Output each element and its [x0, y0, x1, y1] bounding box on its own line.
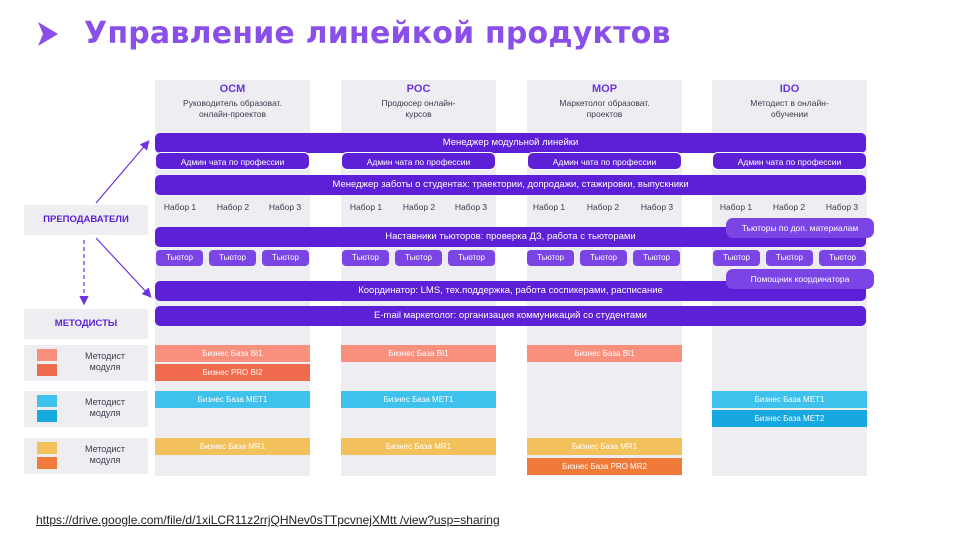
module-bi2-ocm: Бизнес PRO BI2 — [155, 364, 310, 381]
drive-link[interactable]: https://drive.google.com/file/d/1xiLCR11… — [36, 513, 500, 527]
tutor-badge: Тьютор — [209, 250, 256, 266]
legend-swatch — [37, 410, 57, 422]
module-mr1-poc: Бизнес База MR1 — [341, 438, 496, 455]
column-header-poc: POC Продюсер онлайн-курсов — [341, 82, 496, 132]
column-role: Продюсер онлайн-курсов — [381, 98, 456, 119]
nabor-label: Набор 2 — [586, 202, 620, 212]
legend-swatch — [37, 442, 57, 454]
slide-title: Управление линейкой продуктов — [84, 16, 671, 51]
legend-swatch — [37, 395, 57, 407]
tutor-badge: Тьютор — [527, 250, 574, 266]
care-manager-bar: Менеджер заботы о студентах: траектории,… — [155, 175, 866, 195]
chat-admin-ido: Админ чата по профессии — [712, 152, 867, 170]
module-met1-ocm: Бизнес База MET1 — [155, 391, 310, 408]
tutor-badge: Тьютор — [766, 250, 813, 266]
teachers-box: ПРЕПОДАВАТЕЛИ — [24, 205, 148, 235]
nabor-label: Набор 3 — [454, 202, 488, 212]
tutor-badge: Тьютор — [819, 250, 866, 266]
nabor-label: Набор 2 — [216, 202, 250, 212]
module-mr1-ocm: Бизнес База MR1 — [155, 438, 310, 455]
slide-title-row: Управление линейкой продуктов — [34, 16, 671, 51]
nabor-label: Набор 1 — [163, 202, 197, 212]
module-bi1-mop: Бизнес База BI1 — [527, 345, 682, 362]
module-bi1-poc: Бизнес База BI1 — [341, 345, 496, 362]
chat-admin-ocm: Админ чата по профессии — [155, 152, 310, 170]
column-header-mop: MOP Маркетолог образоват. проектов — [527, 82, 682, 132]
nabor-label: Набор 3 — [825, 202, 859, 212]
module-mr1-mop: Бизнес База MR1 — [527, 438, 682, 455]
methodists-box: МЕТОДИСТЫ — [24, 309, 148, 339]
chevron-right-icon — [38, 21, 58, 46]
tutor-badge: Тьютор — [342, 250, 389, 266]
nabor-label: Набор 3 — [640, 202, 674, 212]
tutor-badge: Тьютор — [713, 250, 760, 266]
nabor-label: Набор 1 — [719, 202, 753, 212]
coordinator-assistant-note: Помощник координатора — [726, 269, 874, 289]
legend-label: Методист модуля — [84, 444, 126, 465]
nabor-label: Набор 2 — [772, 202, 806, 212]
legend-label: Методист модуля — [84, 351, 126, 372]
arrow-up-right — [95, 140, 150, 204]
email-marketer-bar: E-mail маркетолог: организация коммуника… — [155, 306, 866, 326]
nabor-label: Набор 1 — [532, 202, 566, 212]
module-bi1-ocm: Бизнес База BI1 — [155, 345, 310, 362]
column-code: POC — [406, 83, 431, 95]
column-header-ido: IDO Методист в онлайн-обучении — [712, 82, 867, 132]
tutor-badge: Тьютор — [156, 250, 203, 266]
legend-swatch — [37, 349, 57, 361]
methodists-label: МЕТОДИСТЫ — [54, 318, 118, 329]
legend-swatch — [37, 364, 57, 376]
nabor-label: Набор 2 — [402, 202, 436, 212]
chat-admin-mop: Админ чата по профессии — [527, 152, 682, 170]
legend-label: Методист модуля — [84, 397, 126, 418]
nabor-label: Набор 1 — [349, 202, 383, 212]
column-code: MOP — [591, 83, 618, 95]
coordinator-bar: Координатор: LMS, тех.поддержка, работа … — [155, 281, 866, 301]
tutor-badge: Тьютор — [448, 250, 495, 266]
column-header-ocm: OCM Руководитель образоват. онлайн-проек… — [155, 82, 310, 132]
tutor-badge: Тьютор — [580, 250, 627, 266]
nabor-label: Набор 3 — [268, 202, 302, 212]
column-role: Маркетолог образоват. проектов — [559, 98, 650, 119]
column-role: Методист в онлайн-обучении — [750, 98, 829, 119]
extra-tutors-note: Тьюторы по доп. материалам — [726, 218, 874, 238]
module-met1-ido: Бизнес База MET1 — [712, 391, 867, 408]
tutor-badge: Тьютор — [262, 250, 309, 266]
arrow-down-right — [95, 237, 152, 298]
module-met1-poc: Бизнес База MET1 — [341, 391, 496, 408]
legend-swatch — [37, 457, 57, 469]
module-mr2-mop: Бизнес База PRO MR2 — [527, 458, 682, 475]
module-met2-ido: Бизнес База MET2 — [712, 410, 867, 427]
chat-admin-poc: Админ чата по профессии — [341, 152, 496, 170]
tutor-badge: Тьютор — [633, 250, 680, 266]
manager-line-bar: Менеджер модульной линейки — [155, 133, 866, 153]
column-code: IDO — [779, 83, 800, 95]
column-role: Руководитель образоват. онлайн-проектов — [183, 98, 282, 119]
tutor-badge: Тьютор — [395, 250, 442, 266]
column-code: OCM — [219, 83, 246, 95]
tutor-mentors-bar: Наставники тьюторов: проверка ДЗ, работа… — [155, 227, 866, 247]
teachers-label: ПРЕПОДАВАТЕЛИ — [43, 214, 129, 225]
